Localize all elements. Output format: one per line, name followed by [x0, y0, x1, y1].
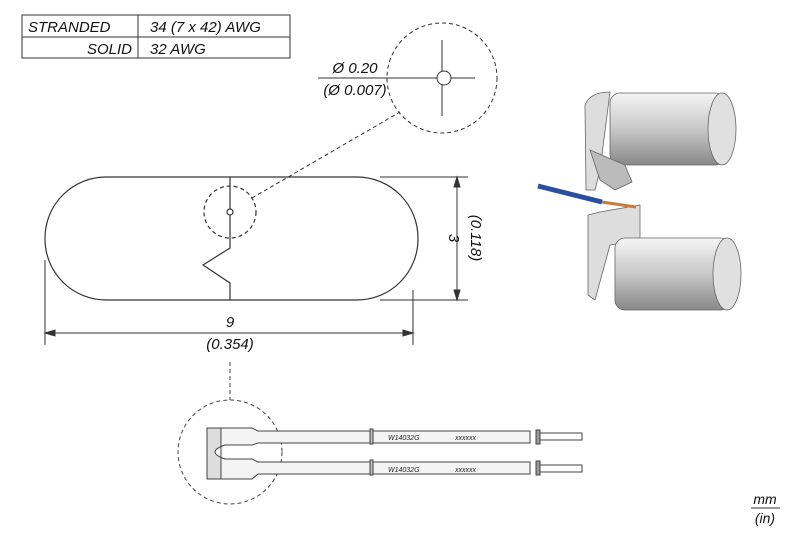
tweezer-illustration	[537, 91, 742, 311]
wire-gauge-table	[21, 14, 291, 59]
width-in: (0.354)	[206, 336, 254, 353]
wire-type-solid: SOLID	[87, 41, 132, 58]
gauge-stranded: 34 (7 x 42) AWG	[150, 19, 261, 36]
hole-detail	[251, 22, 498, 199]
height-in: (0.118)	[467, 215, 484, 261]
width-mm: 9	[226, 314, 235, 331]
width-dimension-lines	[43, 260, 415, 345]
tip-outline	[44, 176, 419, 301]
cartridge-code-bottom: xxxxxx	[454, 467, 477, 474]
hole-diameter-mm: Ø 0.20	[331, 60, 378, 77]
units-mm: mm	[753, 491, 777, 507]
height-mm: 3	[445, 234, 462, 243]
hole-diameter-in: (Ø 0.007)	[323, 82, 386, 99]
cartridge-code-top: xxxxxx	[454, 435, 477, 442]
height-dimension-lines	[380, 175, 468, 302]
wire-type-stranded: STRANDED	[28, 19, 111, 36]
cartridge-drawing	[177, 362, 583, 505]
cartridge-marking-top: W14032G	[388, 435, 420, 442]
cartridge-marking-bottom: W14032G	[388, 467, 420, 474]
gauge-solid: 32 AWG	[150, 41, 206, 58]
units-in: (in)	[755, 510, 775, 526]
